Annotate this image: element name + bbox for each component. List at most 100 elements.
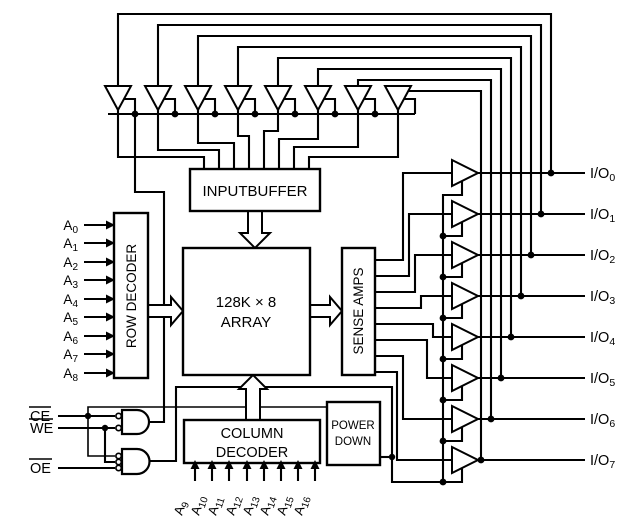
column-decoder-label-line1: COLUMN — [221, 426, 284, 442]
power-down-block — [325, 400, 382, 467]
row-address-inputs: A0 A1 A2 A3 A4 A5 A6 A7 A8 — [63, 218, 115, 384]
io-label: I/O3 — [590, 289, 615, 307]
io-label: I/O1 — [590, 207, 615, 225]
power-down-label-line1: POWER — [331, 420, 374, 432]
arrow-coldec-to-array — [236, 373, 270, 421]
array-block — [181, 246, 312, 377]
arrowhead — [276, 460, 286, 469]
buffer-icon — [451, 322, 481, 352]
io-label: I/O0 — [590, 166, 615, 184]
column-address-label: A11 — [205, 494, 228, 518]
buffer-icon — [263, 85, 293, 113]
data-path-arrows — [147, 210, 344, 421]
arrow-inputbuffer-to-array — [237, 210, 273, 250]
buffer-icon — [143, 85, 173, 113]
buffer-icon — [343, 85, 373, 113]
buffer-icon — [451, 281, 481, 311]
ce-label: CE — [30, 409, 50, 425]
input-buffer-label: INPUTBUFFER — [203, 183, 308, 200]
row-address-label: A4 — [63, 292, 78, 310]
junction-dots — [84, 110, 555, 486]
output-buffer-triangles — [451, 158, 481, 475]
input-buffer-triangles — [103, 85, 413, 113]
inverter-bubble — [115, 464, 123, 472]
arrowhead — [106, 238, 115, 248]
row-address-label: A2 — [63, 255, 78, 273]
buffer-icon — [451, 363, 481, 393]
arrowhead — [106, 294, 115, 304]
column-address-label: A10 — [188, 493, 211, 518]
nand-gate-ce-we — [120, 408, 151, 436]
sense-amps-block — [340, 246, 377, 377]
control-input-labels: CE WE OE — [29, 406, 54, 477]
buffer-icon — [451, 158, 481, 188]
row-address-label: A5 — [63, 310, 78, 328]
power-down-label-line2: DOWN — [335, 436, 371, 448]
inverter-bubble — [115, 452, 123, 460]
column-address-label: A16 — [291, 493, 314, 518]
io-label: I/O6 — [590, 412, 615, 430]
row-address-label: A1 — [63, 236, 78, 254]
inverter-bubble — [115, 424, 123, 432]
arrow-rowdec-to-array — [147, 294, 185, 328]
row-address-label: A7 — [63, 347, 78, 365]
buffer-icon — [223, 85, 253, 113]
feedback-wires — [116, 12, 553, 460]
row-decoder-label: ROW DECODER — [124, 244, 139, 349]
blocks: INPUTBUFFER 128K × 8 ARRAY ROW DECODER S… — [112, 167, 382, 467]
io-pin-labels: I/O0 I/O1 I/O2 I/O3 I/O4 I/O5 I/O6 I/O7 — [590, 166, 615, 471]
array-label-line2: ARRAY — [221, 314, 272, 331]
sense-output-routing — [375, 171, 452, 462]
column-address-label: A9 — [171, 498, 193, 518]
buffer-icon — [303, 85, 333, 113]
array-label-line1: 128K × 8 — [216, 294, 276, 311]
arrowhead — [106, 349, 115, 359]
buffer-icon — [451, 445, 481, 475]
arrowhead — [242, 460, 252, 469]
we-label: WE — [30, 421, 54, 437]
inverter-bubble — [115, 458, 123, 466]
arrowhead — [224, 460, 234, 469]
buffer-icon — [451, 240, 481, 270]
input-buffer-block — [188, 167, 322, 213]
arrowhead — [207, 460, 217, 469]
buffer-icon — [183, 85, 213, 113]
io-label: I/O7 — [590, 453, 615, 471]
io-label: I/O2 — [590, 248, 615, 266]
inverter-bubble — [115, 412, 123, 420]
column-address-label: A12 — [223, 493, 246, 518]
output-enable-wires — [441, 181, 464, 484]
row-decoder-block — [112, 211, 150, 380]
arrowhead — [106, 257, 115, 267]
row-address-label: A6 — [63, 329, 78, 347]
column-address-label: A14 — [257, 493, 280, 518]
arrowhead — [106, 312, 115, 322]
buffer-icon — [451, 404, 481, 434]
column-address-label: A15 — [274, 493, 297, 518]
oe-label: OE — [30, 461, 51, 477]
column-decoder-label-line2: DECODER — [216, 445, 289, 461]
io-label: I/O4 — [590, 330, 615, 348]
buffer-icon — [103, 85, 133, 113]
input-enable-wires — [108, 97, 417, 116]
arrowhead — [106, 331, 115, 341]
arrowhead — [106, 368, 115, 378]
io-label: I/O5 — [590, 371, 615, 389]
arrowhead — [259, 460, 269, 469]
buffer-icon — [383, 85, 413, 113]
input-buffer-routing — [116, 110, 400, 169]
column-address-inputs: A9 A10 A11 A12 A13 A14 A15 A16 — [171, 460, 320, 518]
row-address-label: A0 — [63, 218, 78, 236]
column-decoder-block — [182, 418, 322, 465]
arrowhead — [310, 460, 320, 469]
buffer-icon — [451, 199, 481, 229]
arrow-array-to-senseamps — [309, 294, 344, 328]
row-address-label: A8 — [63, 366, 78, 384]
arrowhead — [190, 460, 200, 469]
arrowhead — [106, 220, 115, 230]
control-gates — [115, 408, 151, 476]
arrowhead — [293, 460, 303, 469]
arrowhead — [106, 275, 115, 285]
